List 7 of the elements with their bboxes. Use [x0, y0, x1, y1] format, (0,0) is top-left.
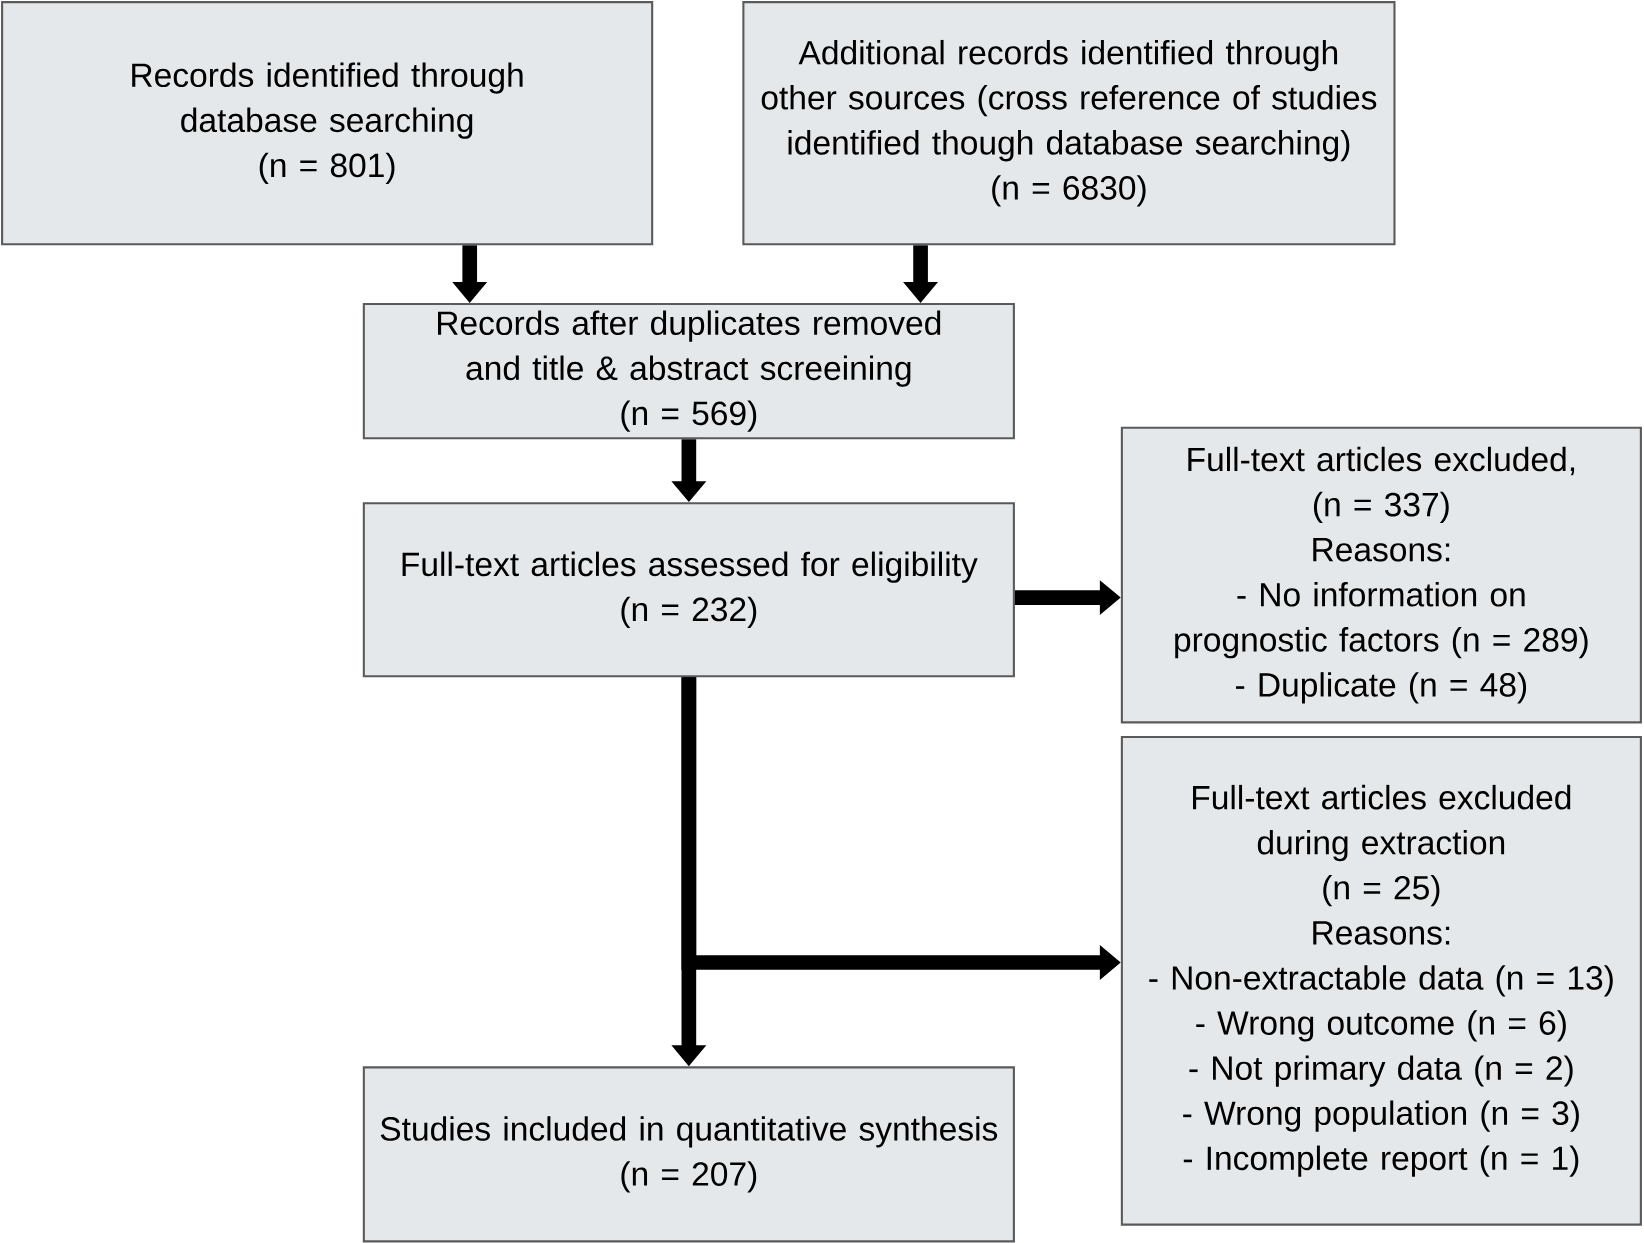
process-box: Records identified through database searching (n = 801) [1, 0, 654, 246]
process-box: Full-text articles assessed for eligibility (n = 232) [362, 501, 1015, 678]
process-box: Full-text articles excluded during extraction (n = 25) Reasons: - Non-extractable data (n = 13) - Wrong outcome (n = 6) - Not primary data (n = 2) - Wrong population (n = 3) - Incomplete report (n = 1) [1120, 735, 1642, 1226]
process-box: Studies included in quantitative synthesis (n = 207) [362, 1066, 1015, 1243]
process-box: Full-text articles excluded, (n = 337) Reasons: - No information on prognostic factors (n = 289) - Duplicate (n = 48) [1120, 426, 1642, 724]
process-box: Additional records identified through other sources (cross reference of studies identified though database searching) (n = 6830) [742, 0, 1396, 246]
process-box: Records after duplicates removed and title & abstract screeining (n = 569) [362, 302, 1015, 440]
